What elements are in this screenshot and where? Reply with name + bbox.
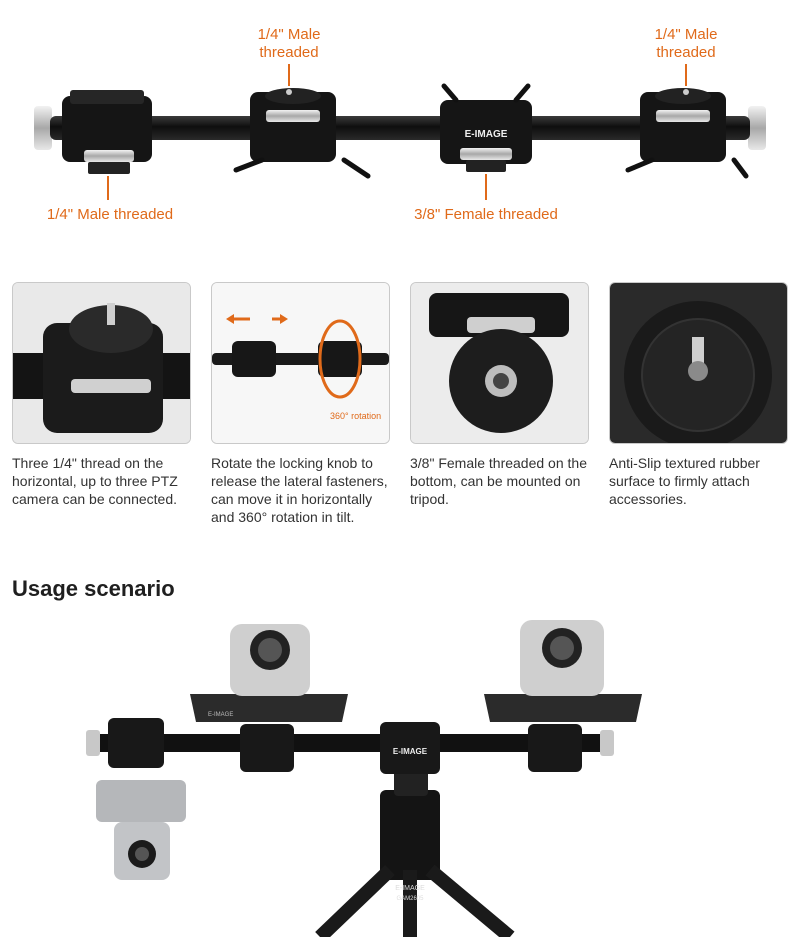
feature-card-female-thread (410, 282, 589, 444)
callout-male-threaded-left: 1/4" Male threaded (46, 206, 174, 223)
crossbar-brand-label: E-IMAGE (393, 747, 428, 756)
feature-card-rotation: 360° rotation (211, 282, 390, 444)
product-diagram: E-IMAGE (0, 0, 800, 250)
feature-desc-rotation: Rotate the locking knob to release the l… (211, 455, 388, 525)
callout-female-threaded: 3/8" Female threaded (414, 206, 558, 223)
feature-desc-thread: Three 1/4" thread on the horizontal, up … (12, 455, 178, 507)
rotation-label: 360° rotation (330, 411, 381, 421)
callout-male-threaded-right: 1/4" Male threaded (654, 26, 718, 61)
brand-label: E-IMAGE (465, 129, 508, 140)
callout-male-threaded-center: 1/4" Male threaded (257, 26, 321, 61)
usage-scenario-image: E-IMAGE GAM2605 E-IMAGE E-IMAGE (80, 610, 720, 942)
usage-scenario-title: Usage scenario (12, 576, 175, 601)
tripod-model-label: GAM2605 (396, 896, 424, 902)
rubber-surface-image (610, 283, 787, 443)
plate-brand-left: E-IMAGE (208, 712, 233, 718)
feature-desc-rubber: Anti-Slip textured rubber surface to fir… (609, 455, 760, 507)
crossbar-illustration: E-IMAGE (34, 64, 766, 200)
usage-illustration: E-IMAGE GAM2605 E-IMAGE E-IMAGE (86, 620, 642, 942)
feature-card-rubber (609, 282, 788, 444)
feature-card-thread (12, 282, 191, 444)
rotation-image: 360° rotation (212, 283, 389, 443)
bottom-thread-image (411, 283, 588, 443)
tripod-brand-label: E-IMAGE (395, 885, 425, 892)
feature-desc-female-thread: 3/8" Female threaded on the bottom, can … (410, 455, 587, 507)
clamp-closeup-image (13, 283, 190, 443)
